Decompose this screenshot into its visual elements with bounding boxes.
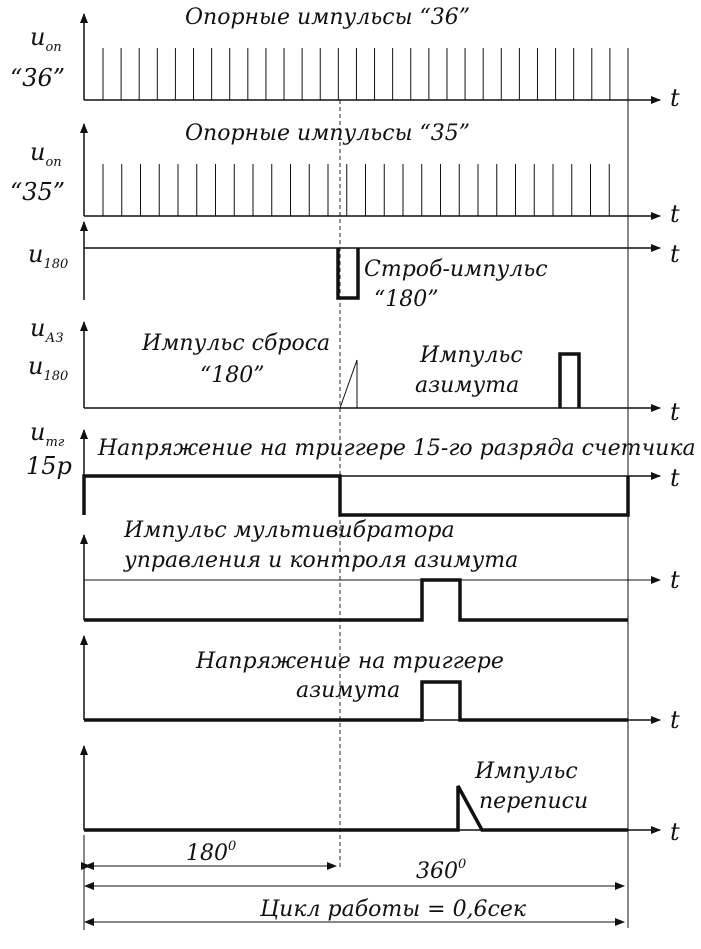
axis-label-t-3: t	[670, 240, 680, 268]
axis-label-t-5: t	[670, 464, 680, 492]
channel-rewrite: t Импульс переписи	[80, 745, 680, 846]
dim-label-180: 1800	[186, 839, 236, 866]
axis-label-t-7: t	[670, 706, 680, 734]
dimension-180: 1800	[81, 839, 337, 870]
title-ref35: Опорные импульсы “35”	[185, 121, 470, 146]
title-multivib-1: Импульс мультивибратора	[123, 518, 455, 543]
dimension-cycle: Цикл работы = 0,6сек	[90, 897, 625, 926]
channel-strobe: t u180 Строб-импульс “180”	[28, 221, 680, 312]
channel-multivib: t Импульс мультивибратора управления и к…	[80, 518, 680, 622]
label-u-ref36: uоп	[30, 23, 62, 55]
label-name-ref36: “36”	[10, 64, 65, 92]
channel-azimuth: t uАЗ u180 Импульс сброса “180” Импульс …	[28, 314, 680, 426]
dimension-360: 3600	[90, 857, 625, 890]
rewrite-waveform	[84, 785, 628, 832]
label-u-az: uАЗ	[30, 314, 63, 346]
label-u-ref35: uоп	[30, 138, 62, 170]
aztrigger-waveform	[84, 680, 628, 722]
channel-trigger15: t uтг 15р Напряжение на триггере 15-го р…	[26, 418, 696, 517]
title-strobe-2: “180”	[374, 287, 439, 312]
label-u-strobe: u180	[28, 240, 68, 272]
title-rewrite-1: Импульс	[474, 759, 578, 784]
dim-arrowhead-left-2	[84, 882, 94, 890]
axis-label-t-2: t	[670, 200, 680, 228]
axis-label-t-1: t	[670, 84, 680, 112]
label-u-trigger15: uтг	[30, 418, 65, 450]
strobe-pulse	[336, 248, 360, 300]
pulse-train-35	[102, 164, 629, 216]
title-strobe-1: Строб-импульс	[364, 257, 548, 282]
title-azimuth-1: Импульс	[419, 343, 523, 368]
title-reset-2: “180”	[200, 363, 265, 388]
label-name-ref35: “35”	[10, 178, 65, 206]
dim-arrowhead-left-1	[84, 862, 94, 870]
title-azimuth-2: азимута	[415, 373, 519, 398]
pulse-train-36	[102, 48, 629, 100]
trigger15-waveform	[82, 474, 630, 517]
title-multivib-2: управления и контроля азимута	[123, 548, 518, 573]
dim-arrowhead-left-3	[84, 918, 94, 926]
axis-label-t-4: t	[670, 398, 680, 426]
title-rewrite-2: переписи	[479, 789, 588, 814]
dim-label-cycle: Цикл работы = 0,6сек	[259, 897, 527, 922]
label-u-180: u180	[28, 352, 68, 384]
title-aztrigger-1: Напряжение на триггере	[195, 649, 504, 674]
label-name-trigger15: 15р	[26, 452, 72, 480]
axis-label-t-6: t	[670, 566, 680, 594]
channel-aztrigger: t Напряжение на триггере азимута	[80, 635, 680, 734]
dim-label-360: 3600	[416, 857, 466, 884]
title-ref36: Опорные импульсы “36”	[185, 5, 470, 30]
reset-pulse	[339, 359, 358, 409]
title-reset-1: Импульс сброса	[141, 331, 330, 356]
title-trigger15: Напряжение на триггере 15-го разряда сче…	[97, 436, 696, 461]
azimuth-pulse	[558, 352, 581, 408]
title-aztrigger-2: азимута	[296, 678, 400, 703]
multivib-waveform	[84, 578, 628, 622]
axis-label-t-8: t	[670, 818, 680, 846]
channel-ref35: t uоп “35” Опорные импульсы “35”	[10, 121, 680, 228]
channel-ref36: t uоп “36” Опорные импульсы “36”	[10, 5, 680, 112]
